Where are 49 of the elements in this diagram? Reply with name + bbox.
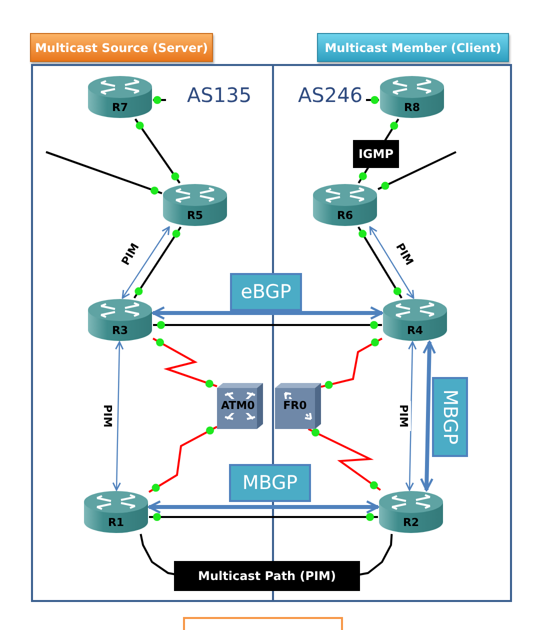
edge-label: MBGP [229, 464, 311, 502]
edge-label: MBGP [432, 377, 468, 457]
router [379, 75, 445, 119]
link-line [378, 151, 456, 190]
link-line [153, 324, 382, 326]
link-line [134, 118, 181, 184]
router-label: R4 [406, 324, 424, 337]
router [378, 490, 444, 534]
router-label: R5 [186, 209, 204, 222]
double-arrow [405, 341, 417, 491]
edge-label: Multicast Path (PIM) [174, 561, 360, 591]
switch [275, 383, 321, 429]
router [382, 298, 448, 342]
link-line [153, 99, 166, 101]
edge-label: eBGP [230, 273, 302, 311]
router [87, 75, 153, 119]
as-label: AS246 [298, 83, 363, 107]
serial-link [148, 426, 218, 493]
double-arrow [369, 226, 414, 299]
switch [217, 383, 263, 429]
router [87, 298, 153, 342]
edge-label: IGMP [353, 140, 399, 168]
router [162, 183, 228, 227]
double-arrow [420, 340, 436, 492]
router-label: R3 [110, 324, 130, 337]
link-line [358, 226, 402, 299]
router-label: R6 [336, 209, 354, 222]
router-label: R1 [106, 516, 126, 529]
serial-link [152, 338, 218, 388]
router-label: R2 [402, 516, 420, 529]
link-line [366, 99, 379, 101]
header-label: Multicast Source (Server) [30, 33, 213, 62]
router-label: R7 [110, 101, 130, 114]
serial-link [308, 428, 381, 491]
double-arrow [148, 500, 380, 514]
router [83, 490, 149, 534]
header-label: Multicast Member (Client) [317, 33, 509, 62]
serial-link [320, 338, 382, 388]
link-line [46, 151, 162, 194]
double-arrow [122, 226, 170, 299]
router-label: R8 [402, 101, 422, 114]
router [312, 183, 378, 227]
double-arrow [152, 306, 384, 320]
link-line [133, 226, 182, 299]
edge-label: PIM [397, 401, 411, 431]
as-label: AS135 [187, 83, 252, 107]
switch-label: ATM0 [221, 399, 253, 413]
link-line [149, 516, 378, 518]
double-arrow [112, 341, 124, 491]
